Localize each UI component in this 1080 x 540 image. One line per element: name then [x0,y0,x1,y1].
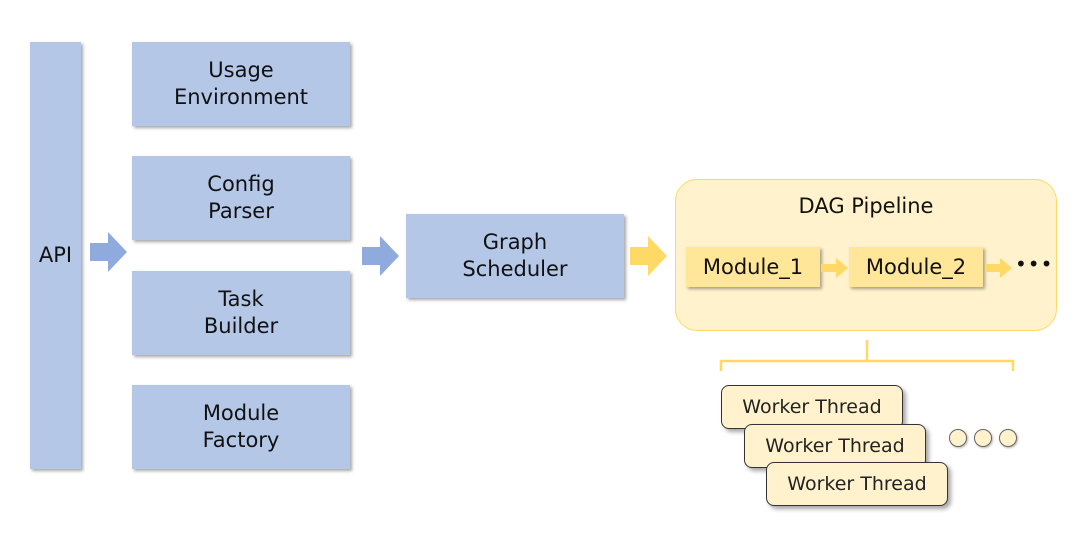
module-1-box: Module_1 [686,247,820,287]
api-block: API [30,42,81,469]
graph-scheduler-box: Graph Scheduler [406,214,624,298]
module-1-to-module-2-arrow [821,258,848,278]
more-workers-circle-1 [949,429,967,447]
more-workers-circle-3 [999,429,1017,447]
worker-thread-label-2: Worker Thread [765,435,905,457]
usage-environment-box: Usage Environment [132,42,350,126]
module-1-label: Module_1 [702,255,804,279]
api-to-components-arrow [90,232,127,272]
components-to-scheduler-arrow [362,236,399,276]
scheduler-to-dag-arrow [630,236,667,276]
worker-thread-label-1: Worker Thread [742,396,882,418]
task-builder-box: Task Builder [132,271,350,355]
module-2-label: Module_2 [865,255,967,279]
module-factory-label: Module Factory [202,401,280,452]
config-parser-label: Config Parser [207,172,275,223]
usage-environment-label: Usage Environment [173,58,309,109]
worker-thread-card-3: Worker Thread [766,462,948,506]
task-builder-label: Task Builder [203,287,279,338]
pipeline-continuation-dots: ••• [1015,252,1054,276]
more-workers-circle-2 [974,429,992,447]
graph-scheduler-label: Graph Scheduler [462,230,568,281]
worker-bracket [719,340,1015,371]
config-parser-box: Config Parser [132,156,350,240]
worker-thread-label-3: Worker Thread [787,473,927,495]
dag-pipeline-title: DAG Pipeline [798,194,934,218]
worker-thread-card-1: Worker Thread [721,385,903,429]
api-label: API [38,243,73,267]
module-2-continuation-arrow [985,258,1012,278]
module-factory-box: Module Factory [132,385,350,469]
module-2-box: Module_2 [849,247,983,287]
